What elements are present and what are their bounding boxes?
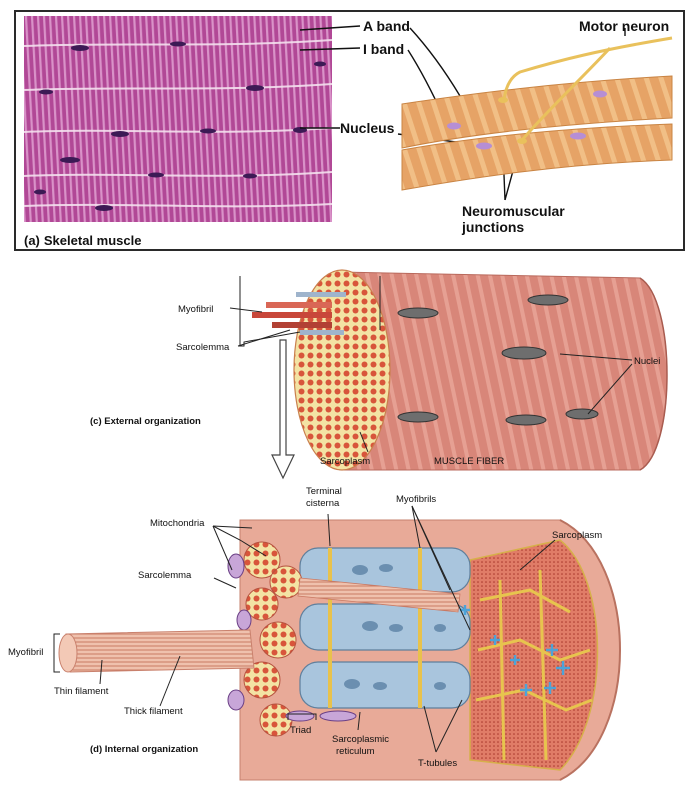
nuclei-label: Nuclei [634, 356, 660, 367]
t-tubules-label: T-tubules [418, 758, 457, 769]
sarcoplasm-label-d: Sarcoplasm [552, 530, 602, 541]
i-band-label: I band [363, 41, 404, 57]
thick-filament-label: Thick filament [124, 706, 183, 717]
histology-micrograph [23, 16, 333, 222]
myofibril-label-c: Myofibril [178, 304, 213, 315]
motor-neuron-label: Motor neuron [579, 18, 669, 34]
sarcoplasmic-label-1: Sarcoplasmic [332, 734, 389, 745]
panel-d-caption: (d) Internal organization [90, 744, 198, 755]
illustrated-muscle-fibers [401, 75, 673, 191]
sarcoplasm-label-c: Sarcoplasm [320, 456, 370, 467]
neuromuscular-junction-2 [517, 138, 527, 144]
neuromuscular-label-line1: Neuromuscular [462, 203, 565, 219]
muscle-fiber-cylinder [293, 269, 668, 471]
neuromuscular-label-line2: junctions [461, 219, 524, 235]
myofibrils-label: Myofibrils [396, 494, 436, 505]
sarcolemma-label-c: Sarcolemma [176, 342, 230, 353]
internal-fiber-cutaway [227, 519, 621, 781]
panel-c-leaders [229, 276, 633, 453]
panel-a-caption-text: Skeletal muscle [44, 233, 142, 248]
protruding-myofibril-d [58, 629, 255, 673]
a-band-label: A band [363, 18, 410, 34]
terminal-cisterna-label-1: Terminal [306, 486, 342, 497]
panel-a-caption: (a) Skeletal muscle [24, 233, 141, 248]
motor-neuron [502, 36, 673, 141]
zoom-arrow [271, 339, 295, 480]
thin-filament-label: Thin filament [54, 686, 109, 697]
protruding-myofibrils [252, 292, 346, 335]
myofibril-label-d: Myofibril [8, 647, 43, 658]
panel-d-leaders [53, 505, 556, 753]
sarcoplasmic-label-2: reticulum [336, 746, 375, 757]
mitochondria-label: Mitochondria [150, 518, 205, 529]
muscle-fiber-label: MUSCLE FIBER [434, 456, 504, 467]
terminal-cisterna-label-2: cisterna [306, 498, 340, 509]
triad-label: Triad [290, 725, 311, 736]
sarcolemma-label-d: Sarcolemma [138, 570, 192, 581]
neuromuscular-junction-1 [498, 97, 508, 103]
panel-a-caption-letter: (a) [24, 233, 40, 248]
panel-c-caption: (c) External organization [90, 416, 201, 427]
nucleus-label: Nucleus [340, 120, 395, 136]
